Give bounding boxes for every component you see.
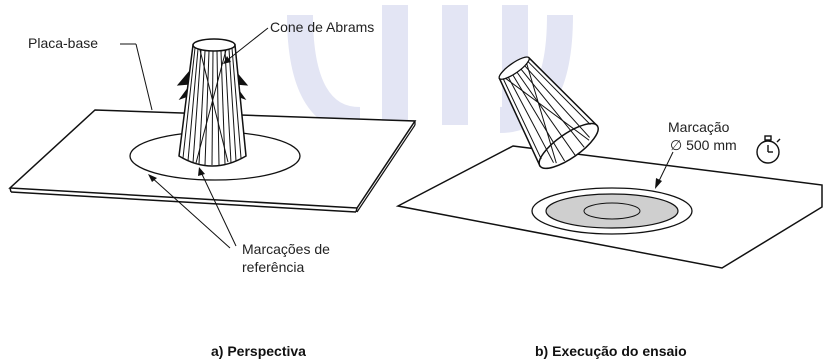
- abrams-cone: [176, 38, 249, 167]
- spread-inner-ring: [583, 202, 641, 220]
- label-marking-line2: ∅ 500 mm: [670, 137, 737, 153]
- right-leader-line: [655, 151, 674, 189]
- label-abrams-cone: Cone de Abrams: [270, 19, 374, 35]
- concrete-spread: [545, 193, 679, 229]
- label-base-plate: Placa-base: [28, 35, 98, 51]
- label-marking-line1: Marcação: [668, 119, 730, 135]
- label-reference-marks-line2: referência: [242, 259, 304, 275]
- lifted-cone: [498, 56, 599, 170]
- caption-test-execution: b) Execução do ensaio: [535, 343, 687, 359]
- left-leader-arrowheads: [148, 56, 231, 182]
- label-reference-marks-line1: Marcações de: [242, 241, 330, 257]
- caption-perspective: a) Perspectiva: [211, 343, 306, 359]
- reference-ring-500mm: [531, 187, 693, 235]
- left-leader-lines: [120, 27, 269, 249]
- stopwatch-icon: [756, 135, 781, 164]
